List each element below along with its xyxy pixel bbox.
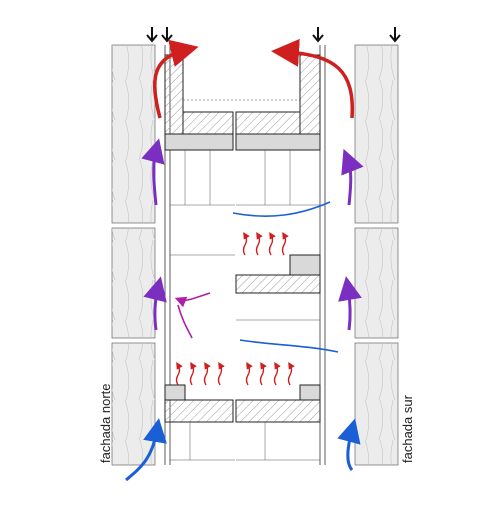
cold-air-flow bbox=[232, 201, 339, 353]
middle-slab bbox=[235, 254, 321, 294]
roof-slab-right bbox=[235, 54, 321, 151]
hot-air-exhaust-south bbox=[271, 38, 355, 119]
lower-slab-left bbox=[164, 384, 234, 423]
cavity-rising-air bbox=[141, 138, 364, 331]
mixed-air-flow bbox=[174, 292, 211, 339]
hot-air-exhaust-north bbox=[153, 39, 199, 119]
south-facade-label: fachada sur bbox=[400, 395, 415, 463]
north-facade-panels bbox=[111, 44, 156, 466]
south-facade-panels bbox=[354, 44, 399, 466]
construction-lines bbox=[170, 150, 320, 461]
wind-down-arrow-icon bbox=[146, 27, 401, 43]
north-facade-label: fachada norte bbox=[98, 383, 113, 463]
lower-slab-right bbox=[235, 384, 321, 423]
cold-air-intake bbox=[125, 418, 361, 482]
roof-slab-left bbox=[164, 54, 234, 151]
heat-up-arrow-icon bbox=[175, 231, 295, 386]
